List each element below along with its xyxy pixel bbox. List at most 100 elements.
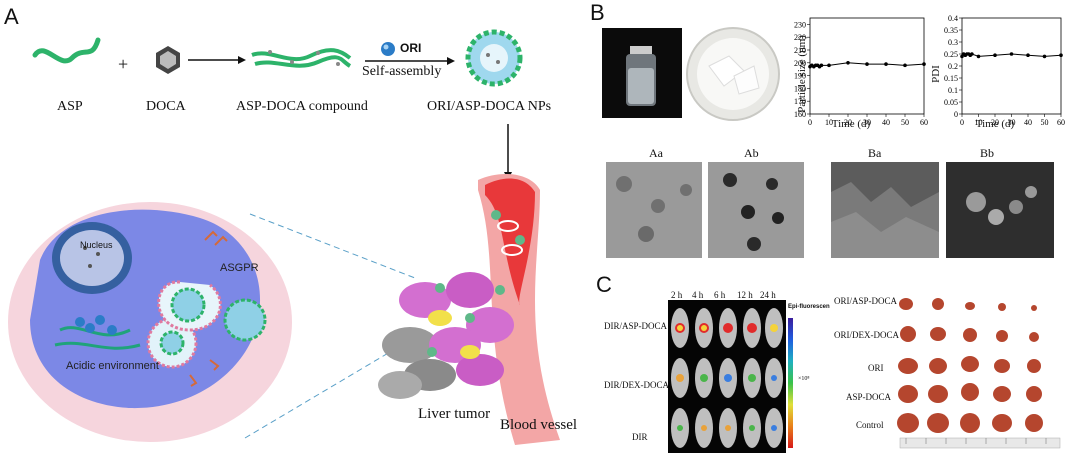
vial-photo <box>602 28 682 118</box>
size-xtick-label-6: 60 <box>920 118 928 127</box>
size-ytick-label-0: 160 <box>794 110 806 119</box>
colorbar <box>788 318 793 448</box>
connector-line-bottom <box>244 351 391 439</box>
size-data-point-9 <box>865 62 869 66</box>
image-label-ba: Ba <box>868 146 882 160</box>
asp-polymer-icon <box>32 37 101 64</box>
pdi-ytick-label-5: 0.25 <box>944 50 958 59</box>
asp-label: ASP <box>57 99 83 114</box>
pdi-data-point-6 <box>970 52 974 56</box>
timepoint-2h: 2 h <box>671 290 683 300</box>
nanoparticle-icon <box>465 29 523 87</box>
compound-label: ASP-DOCA compound <box>236 99 368 114</box>
powder-photo <box>684 26 782 122</box>
pdi-ytick-label-7: 0.35 <box>944 26 958 35</box>
pdi-data-point-10 <box>1026 53 1030 57</box>
size-data-point-6 <box>819 63 824 68</box>
pdi-xtick-label-5: 50 <box>1041 118 1049 127</box>
panel-letter-c: C <box>596 272 612 297</box>
pdi-xlabel: Time (d) <box>975 118 1015 130</box>
size-ytick-label-2: 180 <box>794 84 806 93</box>
powder-dish-icon <box>686 27 780 121</box>
size-ytick-label-7: 230 <box>794 20 806 29</box>
doca-label: DOCA <box>146 99 186 114</box>
schematic-diagram <box>8 29 560 445</box>
plus-sign: + <box>118 54 129 74</box>
excised-tumors <box>897 298 1061 449</box>
pdi-xtick-label-0: 0 <box>960 118 964 127</box>
timepoint-4h: 4 h <box>692 290 704 300</box>
size-ytick-label-1: 170 <box>794 97 806 106</box>
panel-letter-a: A <box>4 4 19 29</box>
panel-letter-b: B <box>590 0 605 25</box>
pdi-ytick-label-1: 0.05 <box>944 98 958 107</box>
ori-label: ORI <box>400 41 422 55</box>
asgpr-label: ASGPR <box>220 262 259 274</box>
size-data-point-11 <box>903 63 907 68</box>
pdi-plot-frame <box>961 17 1062 115</box>
pdi-xtick-label-3: 30 <box>1008 118 1016 127</box>
image-label-bb: Bb <box>980 146 995 160</box>
organ-row-label-1: ORI/ASP-DOCA <box>834 296 898 306</box>
size-data-point-7 <box>827 63 831 68</box>
pdi-data-point-9 <box>1009 52 1014 56</box>
pdi-data-point-8 <box>993 53 997 57</box>
doca-molecule-icon <box>156 46 180 74</box>
pdi-ytick-label-2: 0.1 <box>948 86 958 95</box>
tem-particles-ab <box>723 173 784 251</box>
pdi-data-point-7 <box>976 54 981 59</box>
size-xlabel: Time (d) <box>831 118 871 130</box>
pdi-ylabel: PDI <box>930 65 942 83</box>
size-xtick-label-0: 0 <box>808 118 812 127</box>
pdi-data-point-12 <box>1059 53 1063 57</box>
image-label-aa: Aa <box>649 146 663 160</box>
timepoint-24h: 24 h <box>760 290 776 300</box>
pdi-ytick-label-6: 0.3 <box>948 38 958 47</box>
tem-image-aa <box>606 162 702 258</box>
pdi-xtick-label-1: 10 <box>975 118 983 127</box>
size-xtick-label-1: 10 <box>825 118 833 127</box>
acidic-environment-label: Acidic environment <box>66 360 159 372</box>
size-xtick-label-2: 20 <box>844 118 852 127</box>
pdi-data-point-11 <box>1042 54 1047 59</box>
size-xtick-label-5: 50 <box>901 118 909 127</box>
size-xtick-label-4: 40 <box>882 118 890 127</box>
organ-row-label-5: Control <box>856 420 884 430</box>
blood-vessel-label: Blood vessel <box>500 417 578 433</box>
organ-row-label-4: ASP-DOCA <box>846 392 892 402</box>
particle-size-chart: 160 170 180 190 200 210 220 230 0 10 20 30 40 50 60 <box>794 17 928 127</box>
vial-icon <box>626 46 656 106</box>
timepoint-6h: 6 h <box>714 290 726 300</box>
sem-texture-ba <box>831 182 939 258</box>
size-data-point-12 <box>922 62 926 66</box>
ivis-row-label-1: DIR/ASP-DOCA <box>604 321 668 331</box>
ori-molecule-icon <box>381 42 395 56</box>
pdi-ytick-label-0: 0 <box>954 110 958 119</box>
nanoparticles-label: ORI/ASP-DOCA NPs <box>427 99 552 114</box>
image-label-ab: Ab <box>744 146 759 160</box>
size-data-point-8 <box>846 61 850 65</box>
liver-tumor-label: Liver tumor <box>418 406 491 422</box>
size-xtick-label-3: 30 <box>863 118 871 127</box>
tumor-vessel-illustration <box>378 174 560 445</box>
timepoint-12h: 12 h <box>737 290 753 300</box>
size-ytick-label-6: 220 <box>794 33 806 42</box>
pdi-xtick-label-6: 60 <box>1057 118 1065 127</box>
self-assembly-label: Self-assembly <box>362 64 442 79</box>
size-ytick-label-3: 190 <box>794 72 806 81</box>
pdi-ytick-label-8: 0.4 <box>948 14 958 23</box>
mouse-fluorescence-grid <box>671 308 783 448</box>
tem-particles-aa <box>616 176 692 242</box>
liver-cell-illustration <box>8 202 292 442</box>
ivis-row-label-3: DIR <box>632 432 648 442</box>
organ-row-label-2: ORI/DEX-DOCA <box>834 330 899 340</box>
sem-image-bb <box>946 162 1054 258</box>
size-ytick-label-5: 210 <box>794 46 806 55</box>
pdi-xtick-label-2: 20 <box>991 118 999 127</box>
colorbar-unit: ×10⁸ <box>798 376 810 382</box>
size-ytick-label-4: 200 <box>794 59 806 68</box>
ruler <box>899 437 1061 449</box>
organ-row-label-3: ORI <box>868 363 884 373</box>
sem-image-ba <box>831 162 939 258</box>
